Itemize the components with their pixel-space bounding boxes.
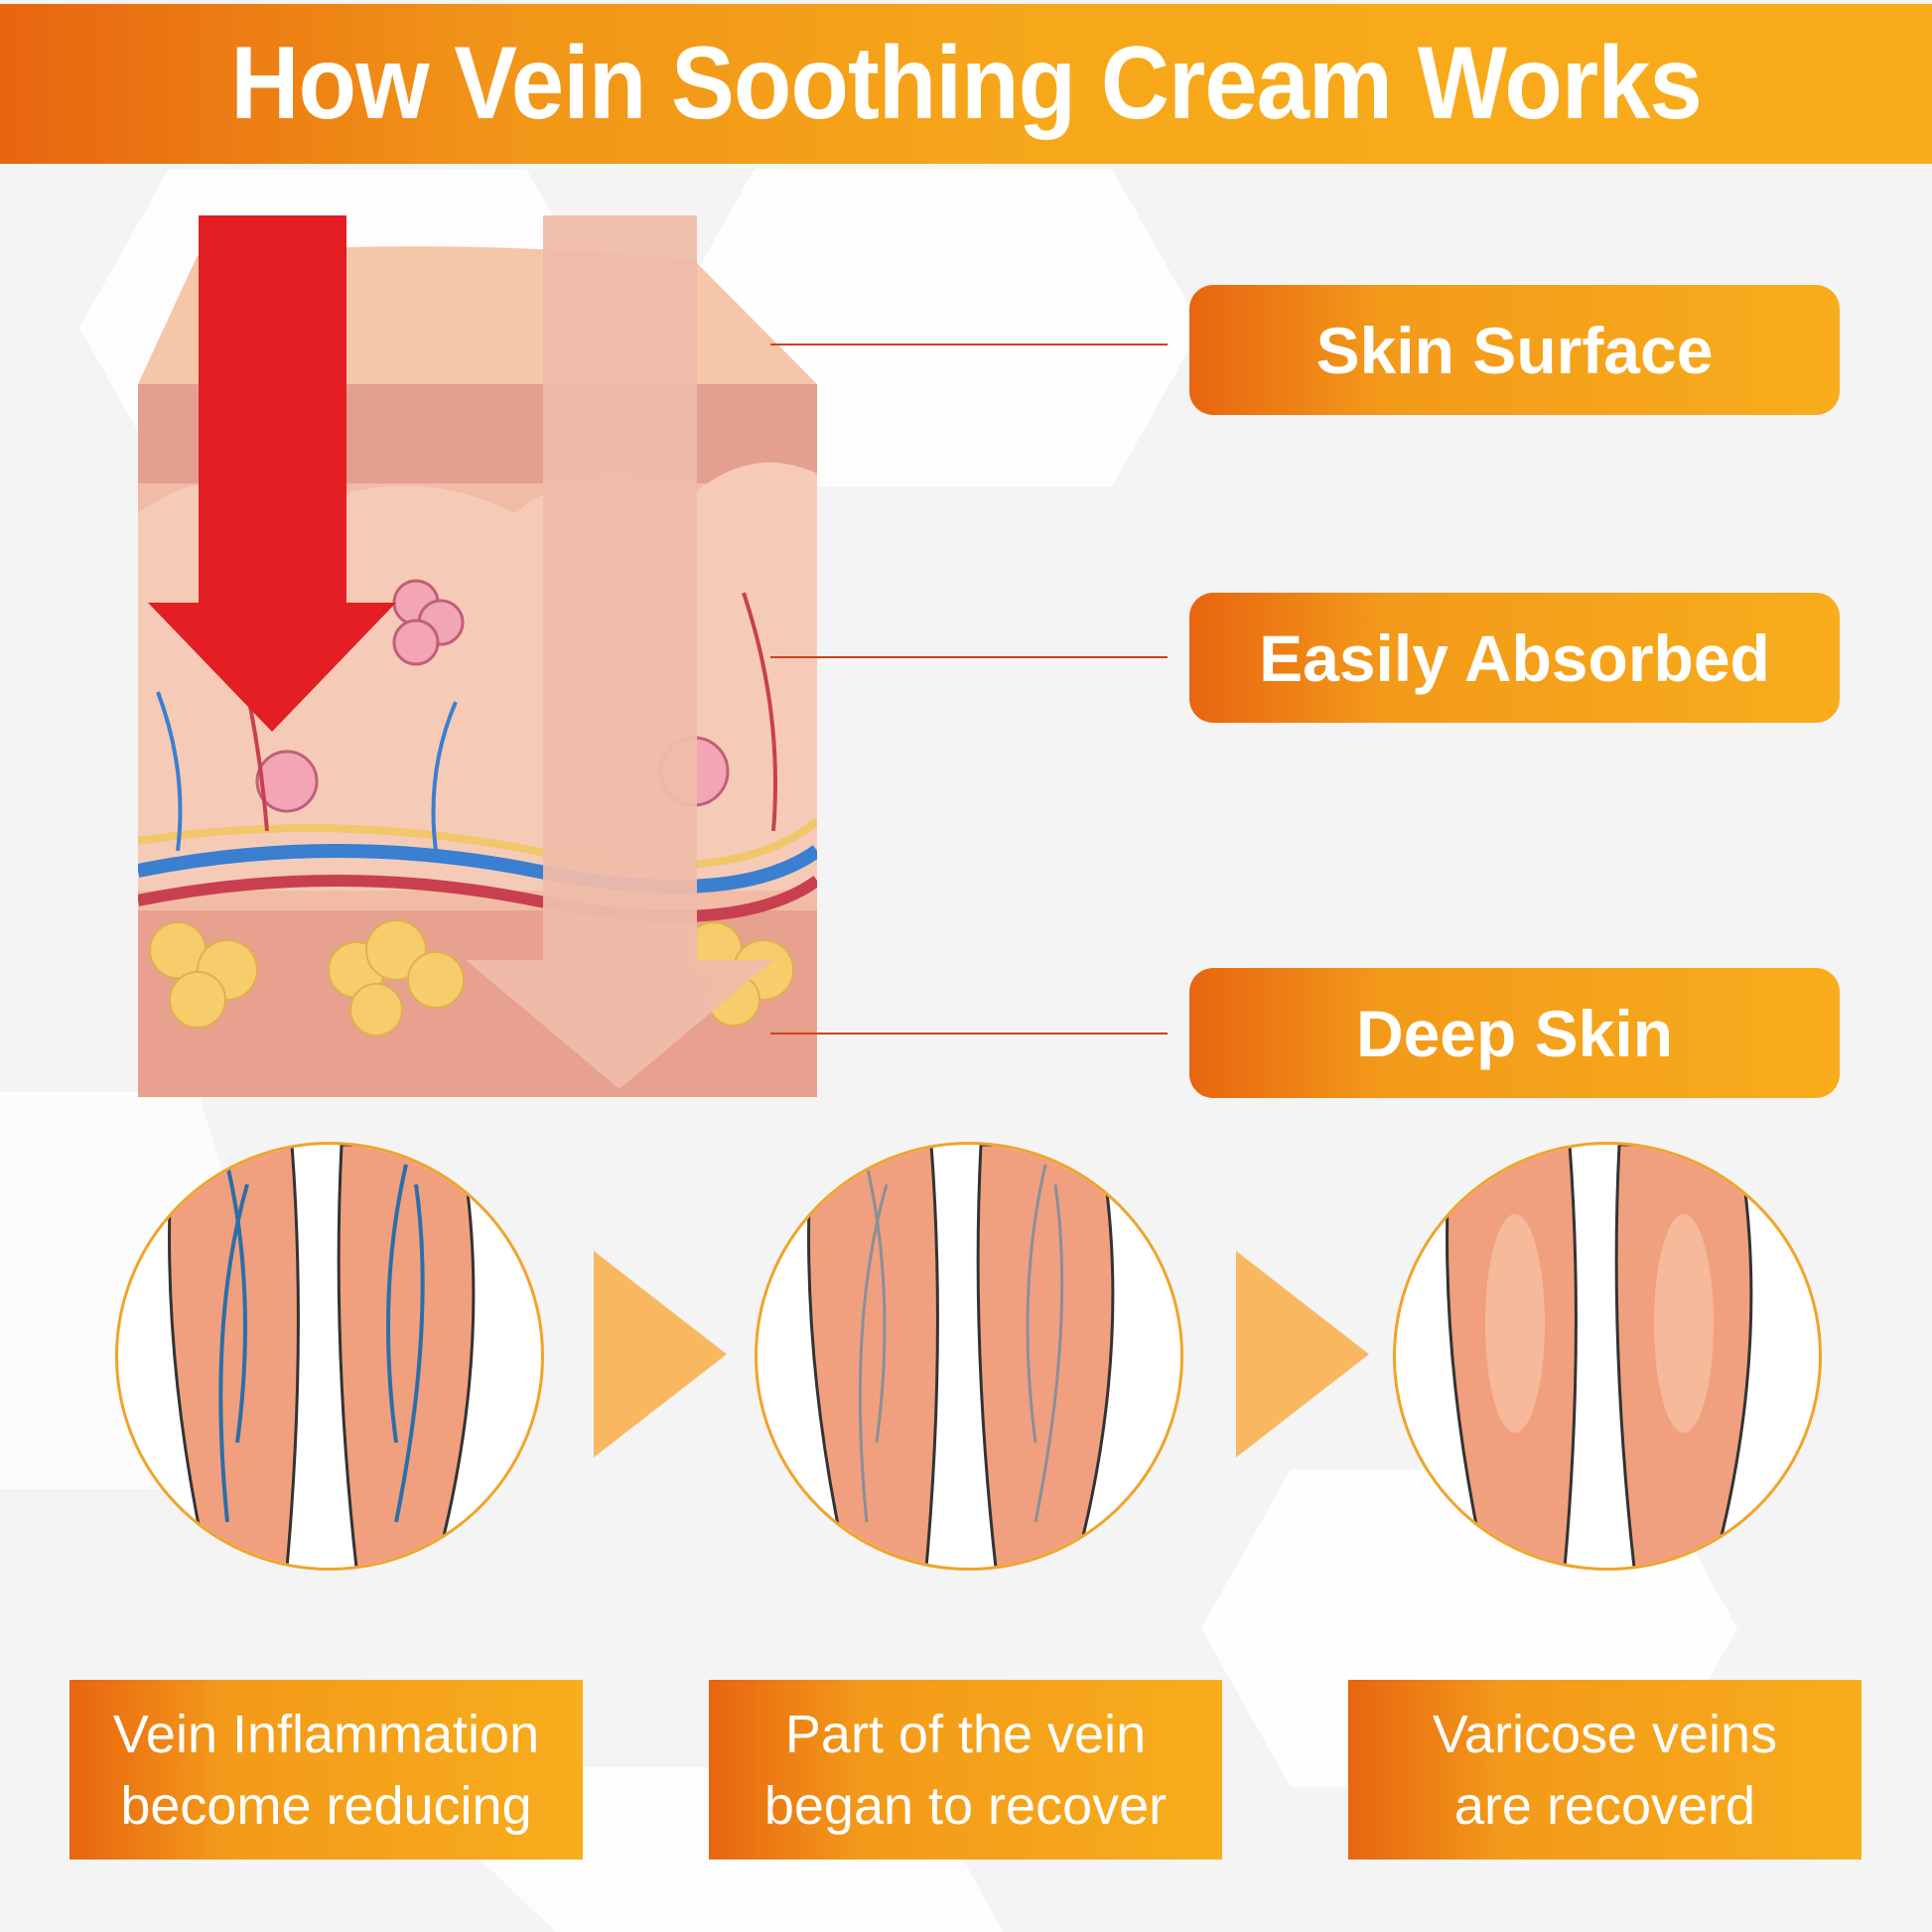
caption-line: began to recover [763, 1775, 1168, 1836]
caption-line: are recoverd [1453, 1775, 1756, 1836]
skin-cross-section-illustration [138, 215, 817, 1097]
title-banner: How Vein Soothing Cream Works [0, 4, 1932, 164]
legs-stage-2-image [755, 1142, 1183, 1571]
absorption-arrow-pink [543, 215, 697, 960]
legs-stage-3-image [1393, 1142, 1822, 1571]
next-arrow-icon [594, 1251, 727, 1457]
stage-1-caption: Vein Inflammation become reducing [69, 1680, 583, 1860]
caption-line: Part of the vein [784, 1704, 1147, 1764]
caption-line: Varicose veins [1432, 1704, 1778, 1764]
label-deep-skin: Deep Skin [1189, 968, 1840, 1098]
stage-2-caption: Part of the vein began to recover [709, 1680, 1222, 1860]
pointer-line-surface [770, 344, 1168, 345]
page-title: How Vein Soothing Cream Works [230, 26, 1702, 141]
active-arrow-red [199, 215, 346, 603]
legs-stage-1-image [115, 1142, 544, 1571]
stage-3-caption: Varicose veins are recoverd [1348, 1680, 1862, 1860]
label-easily-absorbed: Easily Absorbed [1189, 593, 1840, 723]
caption-line: Vein Inflammation [112, 1704, 540, 1764]
pointer-line-absorbed [770, 656, 1168, 658]
next-arrow-icon [1236, 1251, 1369, 1457]
caption-line: become reducing [120, 1775, 532, 1836]
label-skin-surface: Skin Surface [1189, 285, 1840, 415]
pointer-line-deep [770, 1033, 1168, 1035]
